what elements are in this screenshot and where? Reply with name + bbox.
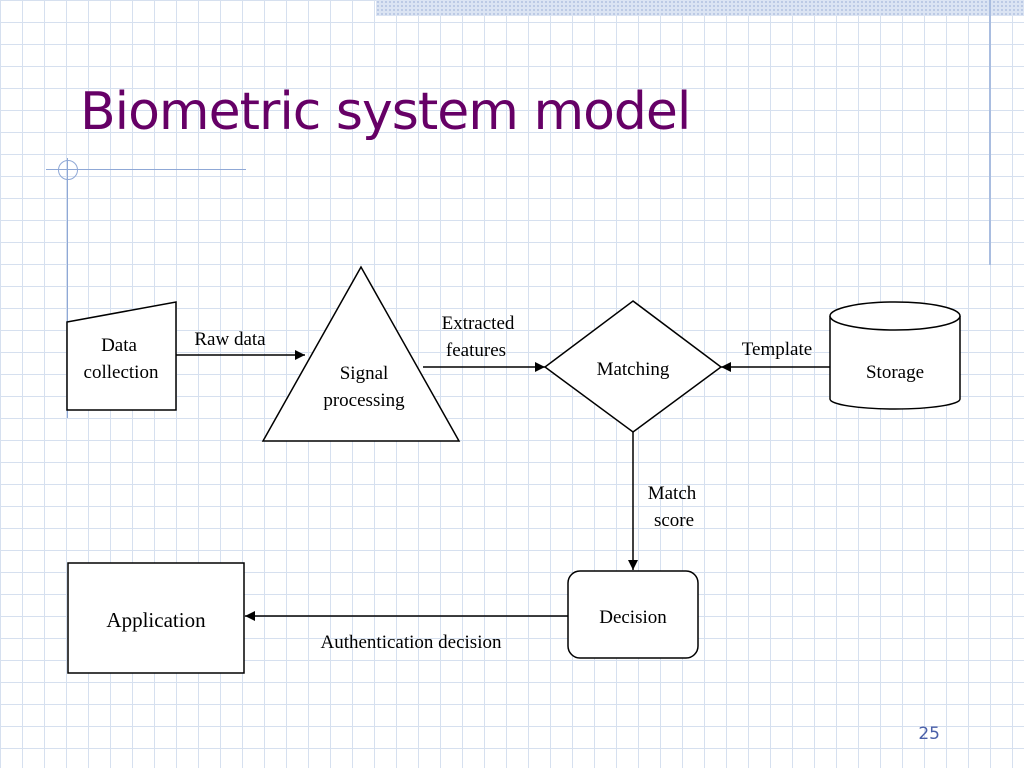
match-score-label-line2: score [654,510,694,531]
decision-label: Decision [599,607,667,628]
extracted-features-label-line1: Extracted [442,313,515,334]
title-ring-ornament [58,160,78,180]
storage-cylinder-top [829,301,961,331]
data-collection-label-line1: Data [101,335,137,356]
title-underline-rule [46,169,246,170]
matching-label: Matching [597,359,670,380]
matching-node: Matching [543,300,723,433]
data-collection-label-line2: collection [84,362,159,383]
storage-node: Storage [829,301,961,410]
storage-label: Storage [866,362,924,383]
slide-title: Biometric system model [80,82,691,142]
signal-processing-node: Signal processing [261,265,461,442]
extracted-features-label-line2: features [446,340,506,361]
authentication-decision-label: Authentication decision [321,632,502,653]
data-collection-node: Data collection [66,301,177,411]
signal-processing-label-line2: processing [323,390,405,411]
signal-processing-label-line1: Signal [340,363,389,384]
raw-data-label: Raw data [194,329,266,350]
decision-node: Decision [567,570,699,659]
application-label: Application [106,608,206,632]
right-decorative-rule [989,0,991,265]
authentication-decision-edge: Authentication decision [245,611,568,653]
extracted-features-edge: Extracted features [423,313,545,372]
page-number: 25 [918,724,940,744]
template-label: Template [742,339,812,360]
application-node: Application [67,562,245,674]
template-edge: Template [721,339,830,372]
raw-data-edge: Raw data [176,329,305,360]
decision-shape [567,570,699,659]
signal-processing-shape [261,265,461,442]
application-shape [67,562,245,674]
match-score-label-line1: Match [648,483,697,504]
left-vertical-rule [67,158,68,418]
top-decorative-band [376,0,1024,16]
data-collection-shape [66,301,177,411]
match-score-edge: Match score [628,432,697,570]
storage-cylinder-body [829,316,961,410]
